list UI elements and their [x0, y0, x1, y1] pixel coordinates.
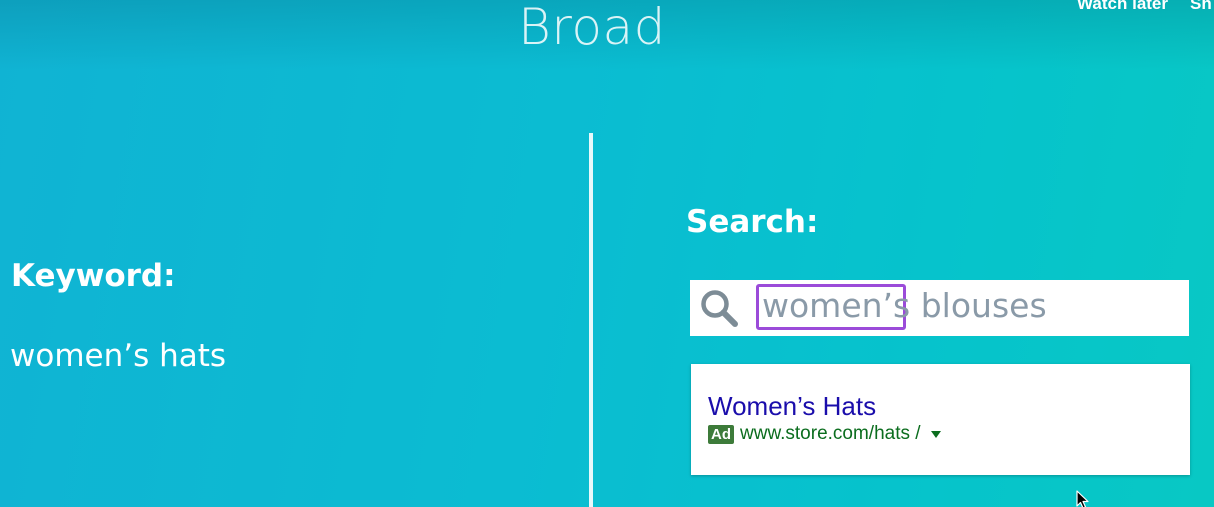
column-divider: [589, 133, 593, 507]
ad-badge: Ad: [708, 424, 734, 444]
ad-display-url: www.store.com/hats /: [740, 423, 921, 444]
search-query-match: women’s: [762, 286, 911, 325]
search-icon[interactable]: [698, 287, 740, 329]
search-query-rest: blouses: [910, 286, 1047, 325]
keyword-match-highlight: [756, 284, 906, 330]
ad-url-row: Ad www.store.com/hats /: [708, 423, 941, 445]
share-button[interactable]: Sh: [1190, 0, 1212, 13]
mouse-cursor-icon: [1076, 490, 1089, 507]
caret-down-icon[interactable]: [930, 430, 941, 438]
slide-title: Broad: [518, 0, 666, 56]
keyword-value: women’s hats: [10, 338, 227, 374]
search-bar[interactable]: women’s blouses: [690, 280, 1189, 336]
top-gradient: [0, 0, 1214, 70]
ad-title-link[interactable]: Women’s Hats: [708, 391, 877, 421]
ad-result-card: Women’s Hats Ad www.store.com/hats /: [691, 364, 1190, 475]
keyword-label: Keyword:: [11, 258, 176, 294]
search-label: Search:: [686, 204, 819, 240]
watch-later-button[interactable]: Watch later: [1077, 0, 1169, 13]
player-overlay: Watch later Sh: [1077, 0, 1214, 14]
search-query[interactable]: women’s blouses: [762, 286, 1047, 325]
